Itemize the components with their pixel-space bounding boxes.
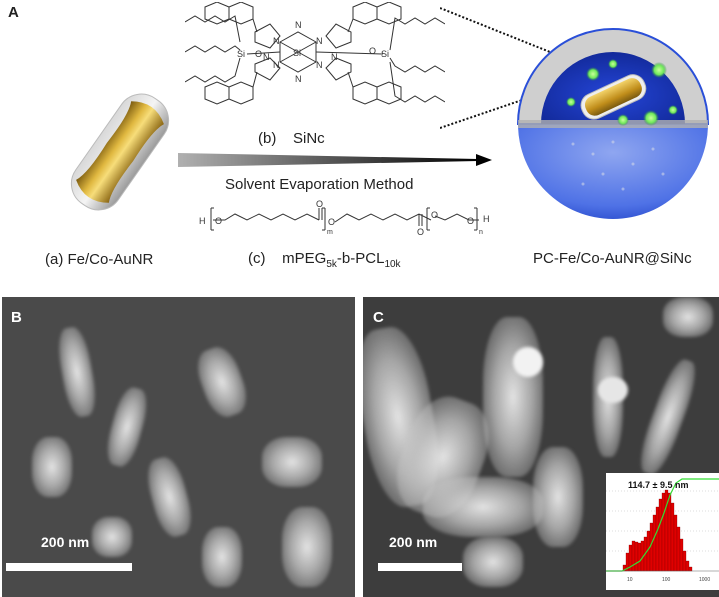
sinc-caption: (b) SiNc [258,130,325,147]
x-tick-1000: 1000 [699,577,710,583]
product-caption: PC-Fe/Co-AuNR@SiNc [533,250,692,267]
formula-h-left: H [199,216,206,226]
svg-text:O: O [255,49,262,59]
sinc-tag: (b) [258,130,277,147]
histogram-annotation: 114.7 ± 9.5 nm [628,480,688,490]
svg-text:N: N [331,52,338,62]
panel-c-scale-label: 200 nm [389,534,438,550]
panel-b-sem-image: B 200 nm [2,297,355,597]
svg-text:N: N [295,74,302,84]
formula-h-right: H [483,214,490,224]
polymer-name-main: mPEG [282,250,327,267]
svg-text:Si: Si [381,49,389,59]
formula-n: n [479,229,483,236]
svg-text:O: O [369,46,376,56]
polymer-name-mid: -b-PCL [336,250,385,267]
panel-c-scale-bar [378,563,462,571]
fe-co-aunr-caption: (a) Fe/Co-AuNR [45,251,154,268]
size-distribution-inset: 114.7 ± 9.5 nm 10 100 1000 [606,473,719,590]
svg-text:N: N [295,20,302,30]
svg-text:O: O [467,216,474,226]
svg-text:O: O [417,227,424,236]
svg-text:N: N [316,36,323,46]
x-tick-10: 10 [627,577,633,583]
svg-text:O: O [215,216,222,226]
svg-text:N: N [263,52,270,62]
formula-m: m [327,229,333,236]
process-arrow-icon [178,153,492,167]
svg-text:O: O [431,210,438,220]
polymer-sub-peg: 5k [326,259,337,270]
panel-c-label: C [373,309,384,326]
panel-c-sem-image: C 200 nm [363,297,719,597]
svg-text:N: N [273,60,280,70]
gold-nanorod-icon [70,93,170,211]
svg-text:Si: Si [293,48,301,58]
svg-text:O: O [328,217,335,227]
panel-b-scale-label: 200 nm [41,534,90,550]
panel-b-label: B [11,309,22,326]
svg-text:Si: Si [237,49,245,59]
polymer-sub-pcl: 10k [384,259,401,270]
micelle-nanoparticle-icon [516,28,710,219]
polymer-tag: (c) [248,250,266,267]
panel-a-label: A [8,4,19,21]
peg-pcl-formula-diagram: H OOO OOO m n H [199,200,490,236]
x-tick-100: 100 [662,577,671,583]
solvent-evaporation-label: Solvent Evaporation Method [225,176,414,193]
svg-text:O: O [316,200,323,209]
sinc-name: SiNc [293,130,325,147]
panel-b-scale-bar [6,563,132,571]
size-histogram-chart: 114.7 ± 9.5 nm 10 100 1000 [606,478,719,583]
svg-text:N: N [273,36,280,46]
svg-text:N: N [316,60,323,70]
polymer-caption: (c) mPEG5k-b-PCL10k [248,250,401,270]
